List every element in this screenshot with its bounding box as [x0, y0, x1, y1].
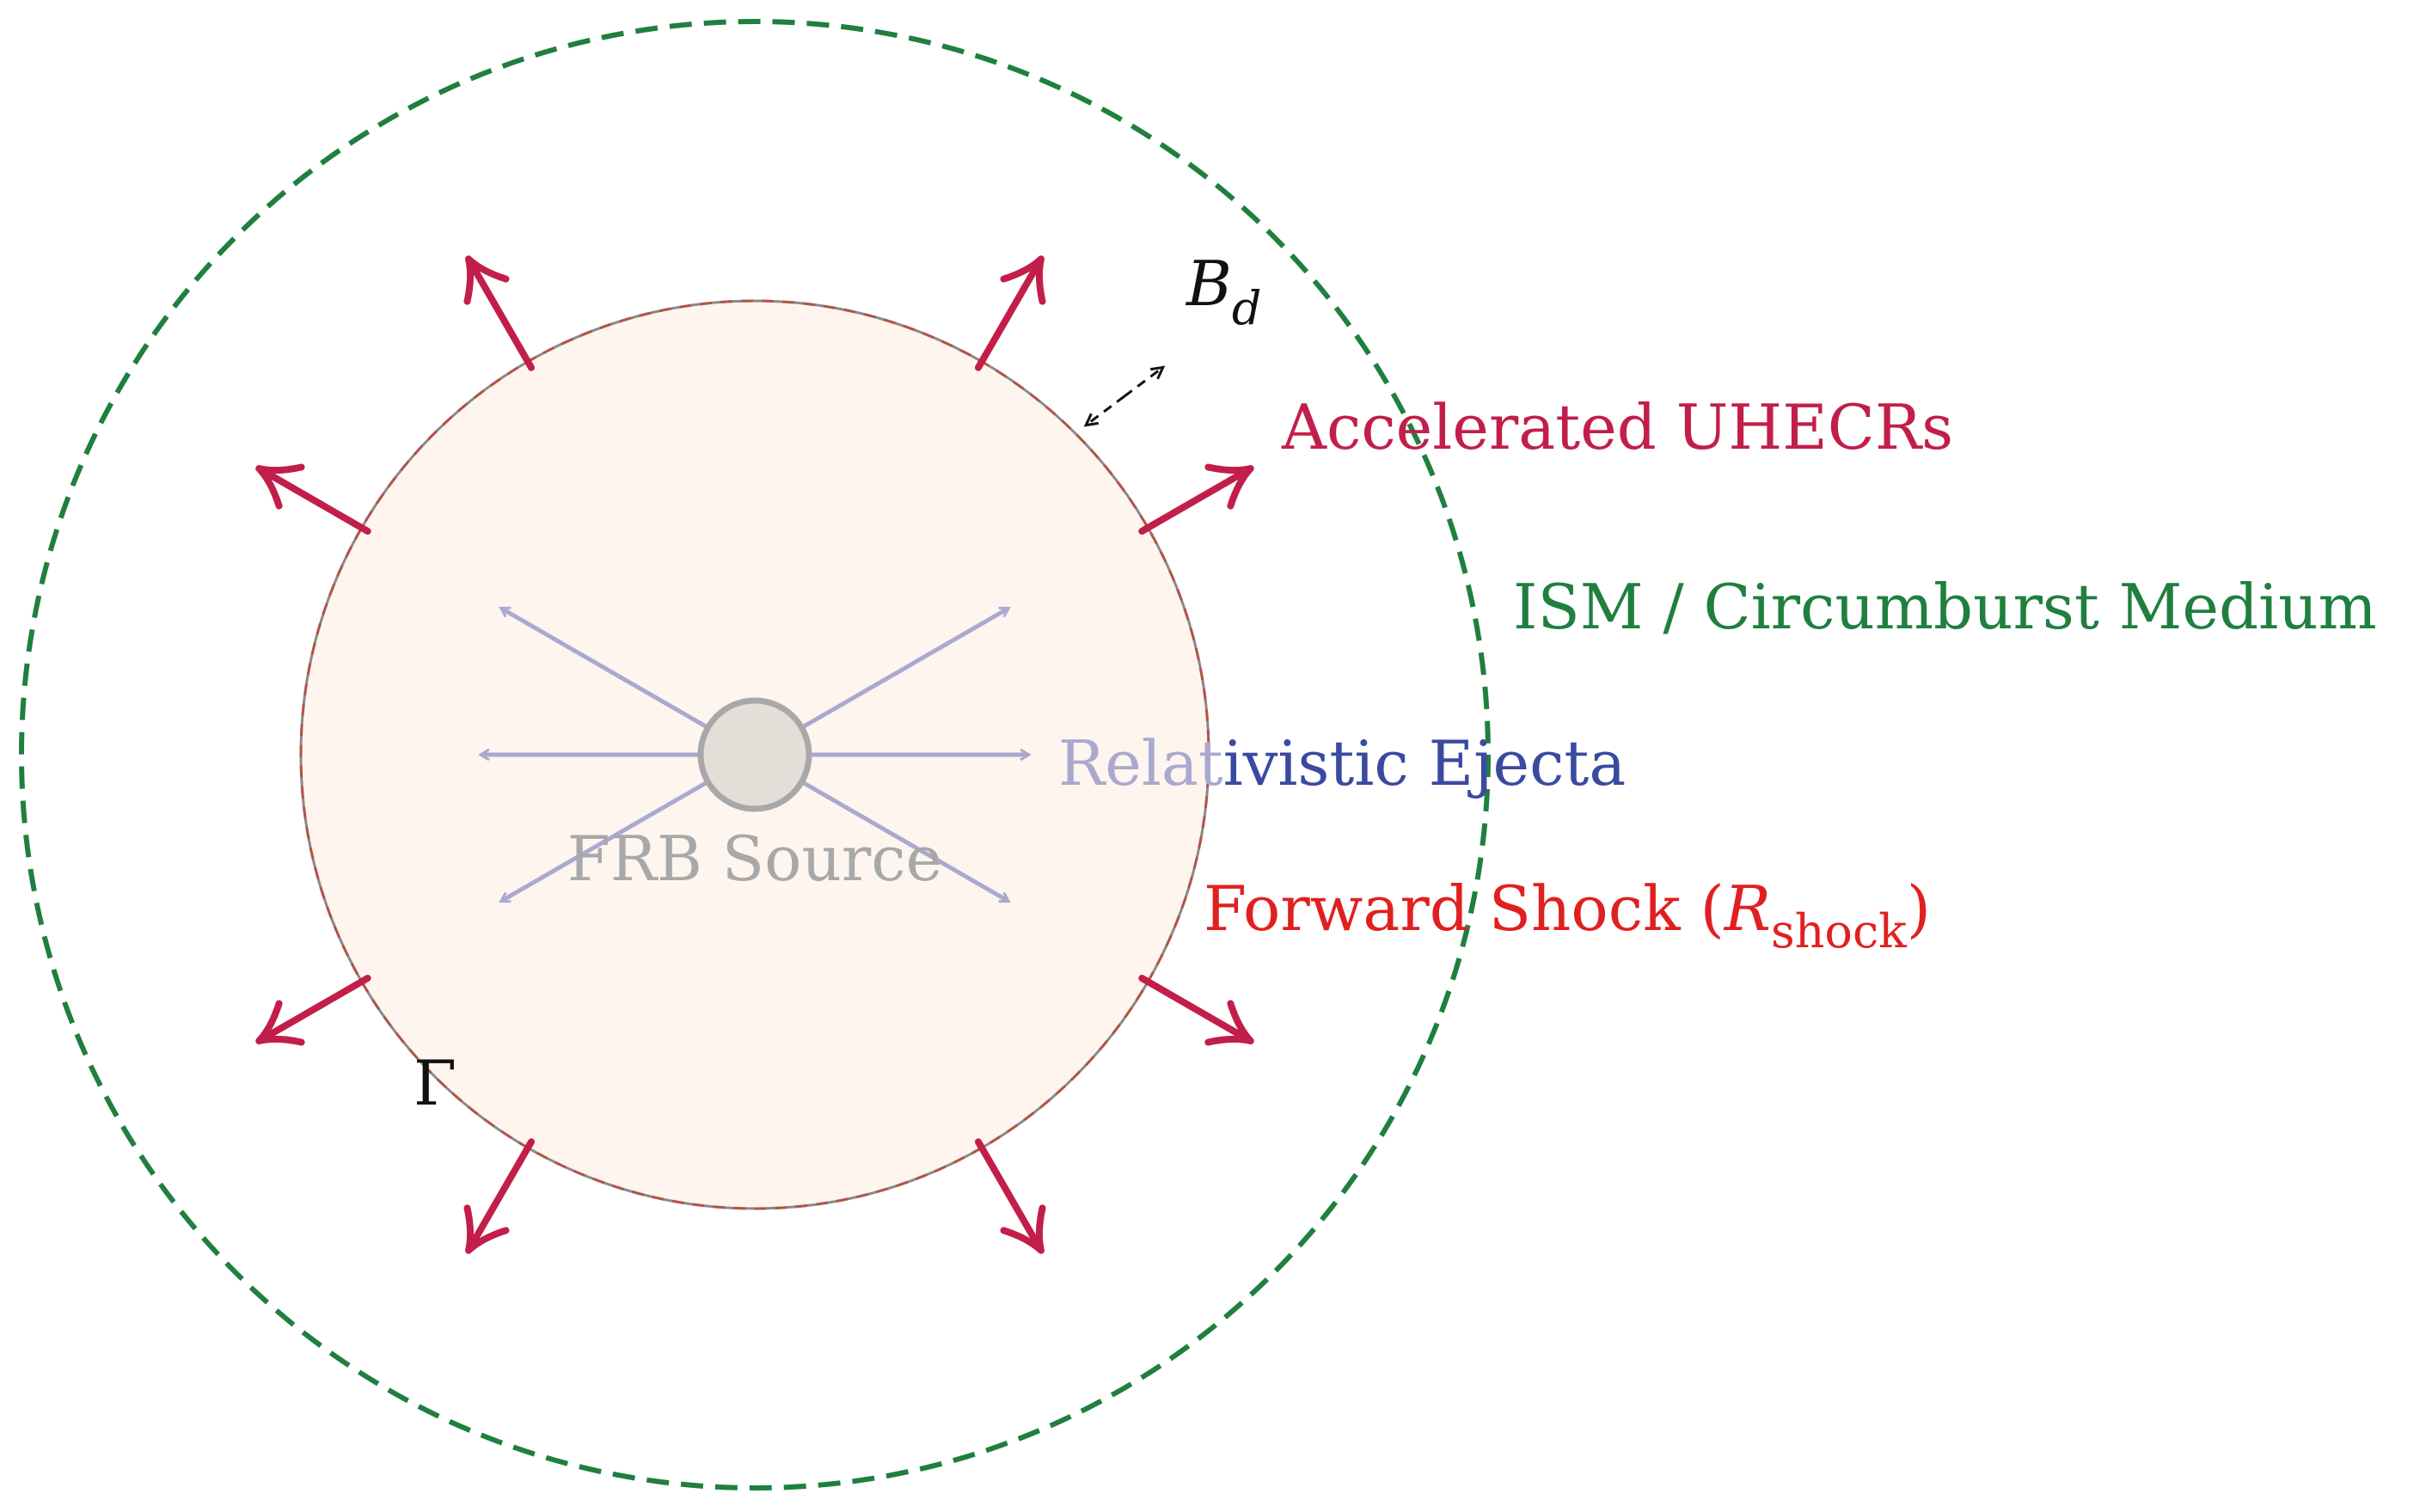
ejecta-label-light: Relat	[1058, 727, 1223, 799]
uhecr-arrow	[255, 463, 371, 535]
uhecr-arrow	[975, 255, 1046, 371]
ism-boundary	[19, 19, 1491, 1491]
uhecr-arrow	[975, 1138, 1046, 1254]
frb-source-label: FRB Source	[567, 823, 942, 895]
field-width-arrow	[1083, 395, 1125, 427]
lorentz-factor-label: Γ	[414, 1047, 456, 1119]
field-width-arrow-back	[1124, 365, 1166, 398]
forward-shock-outline	[299, 299, 1210, 1210]
ejecta-label-dark: ivistic Ejecta	[1223, 727, 1627, 799]
uhecr-arrow	[1138, 463, 1254, 535]
uhecr-arrow	[255, 975, 371, 1046]
frb-source-node	[697, 697, 812, 812]
field-label: Bd	[1185, 248, 1262, 335]
forward-shock-label: Forward Shock (Rshock)	[1204, 872, 1931, 958]
uhecr-arrows	[255, 255, 1254, 1254]
uhecr-arrow	[1138, 975, 1254, 1046]
uhecr-arrow	[463, 1138, 535, 1254]
ejecta-label: Relativistic Ejecta	[1058, 727, 1626, 799]
uhecr-label: Accelerated UHECRs	[1281, 391, 1953, 463]
ism-label: ISM / Circumburst Medium	[1513, 571, 2377, 643]
uhecr-arrow	[463, 255, 535, 371]
